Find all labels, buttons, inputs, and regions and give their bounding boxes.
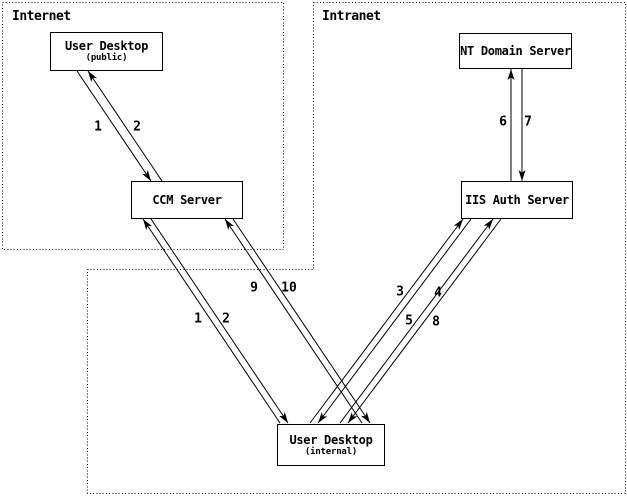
flow-arrow-2-public: [87, 70, 163, 182]
flow-step-label-4: 4: [434, 285, 442, 301]
zone-label-internet: Internet: [12, 9, 71, 24]
node-nt-domain-server: NT Domain Server: [459, 33, 572, 69]
flow-step-label-2-public: 2: [133, 119, 141, 135]
flow-arrow-1-public: [76, 70, 152, 182]
node-user-desktop-public: User Desktop (public): [50, 32, 163, 71]
zone-label-intranet: Intranet: [322, 9, 381, 24]
flow-step-label-9: 9: [250, 280, 258, 296]
flow-arrow-2-internal: [150, 218, 289, 424]
zone-border-intranet: [87, 2, 626, 494]
zone-border-internet: [2, 2, 284, 250]
flow-arrow-4: [317, 218, 472, 424]
flow-arrow-3: [309, 218, 464, 424]
flow-step-label-6: 6: [499, 114, 507, 130]
flow-step-label-3: 3: [396, 284, 404, 300]
flow-arrow-9: [224, 218, 363, 424]
node-subtitle: (public): [85, 53, 128, 63]
node-subtitle: (internal): [304, 446, 358, 457]
flow-step-label-8: 8: [432, 314, 440, 330]
flow-step-label-1-internal: 1: [194, 311, 202, 327]
node-title: NT Domain Server: [460, 44, 571, 58]
node-title: IIS Auth Server: [465, 193, 569, 207]
flow-arrow-1-internal: [142, 218, 281, 424]
node-title: User Desktop: [289, 432, 373, 447]
node-title: CCM Server: [152, 193, 222, 207]
flow-step-label-1-public: 1: [94, 119, 102, 135]
flow-step-label-7: 7: [524, 114, 532, 130]
flow-step-label-2-internal: 2: [222, 311, 230, 327]
flow-arrow-10: [232, 218, 371, 424]
flow-arrow-8: [347, 218, 502, 424]
node-title: User Desktop: [64, 39, 149, 53]
flow-step-label-5: 5: [405, 313, 413, 329]
flow-step-label-10: 10: [281, 280, 297, 296]
node-iis-auth-server: IIS Auth Server: [461, 181, 573, 219]
flow-arrow-5: [339, 218, 494, 424]
node-ccm-server: CCM Server: [131, 181, 243, 219]
node-user-desktop-internal: User Desktop (internal): [277, 424, 385, 466]
